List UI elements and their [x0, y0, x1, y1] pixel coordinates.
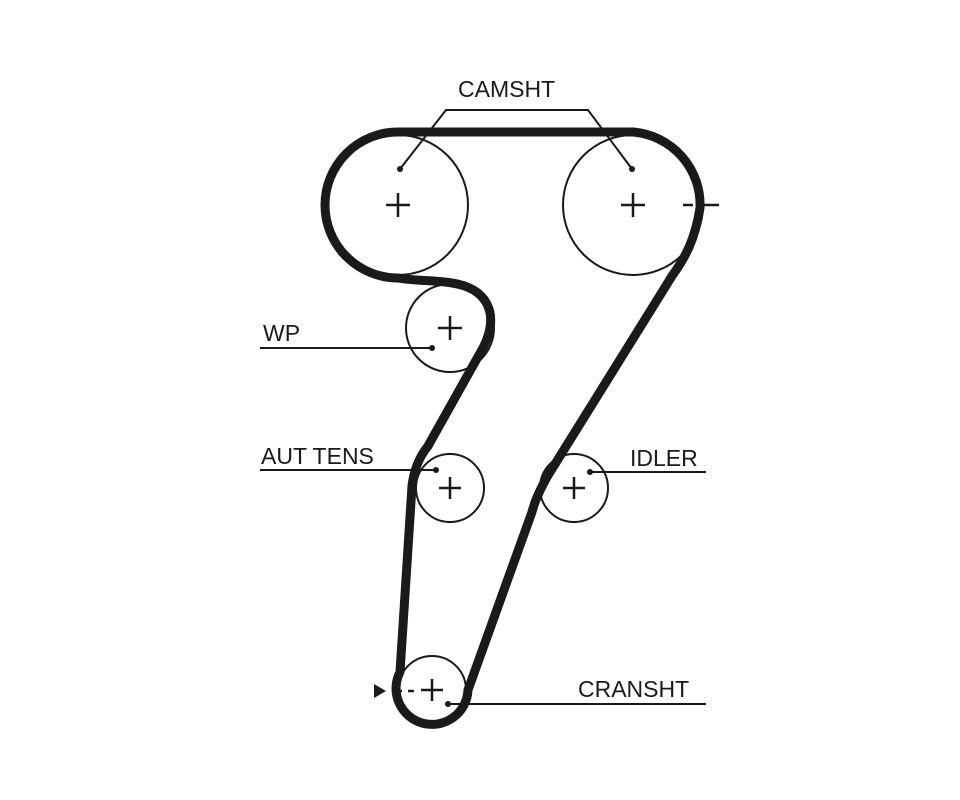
- idler-leader: [587, 469, 706, 475]
- water-pump-leader: [260, 345, 435, 351]
- crankshaft-leader: [445, 701, 706, 707]
- timing-belt: [320, 127, 705, 729]
- water-pump-center-icon: [438, 316, 462, 340]
- auto-tensioner-leader: [260, 467, 439, 473]
- camshaft-right-center-icon: [621, 193, 645, 217]
- camshaft-left-center-icon: [386, 193, 410, 217]
- idler-label: IDLER: [630, 445, 698, 471]
- auto-tensioner-center-icon: [439, 477, 461, 499]
- crankshaft-center-icon: [421, 679, 443, 701]
- auto-tensioner-label: AUT TENS: [261, 443, 374, 469]
- camshaft-label: CAMSHT: [458, 76, 555, 102]
- crankshaft-label: CRANSHT: [578, 676, 689, 702]
- idler-center-icon: [563, 477, 585, 499]
- water-pump-label: WP: [263, 320, 300, 346]
- crankshaft-timing-mark-icon: [374, 684, 414, 698]
- camshaft-leader: [397, 109, 635, 172]
